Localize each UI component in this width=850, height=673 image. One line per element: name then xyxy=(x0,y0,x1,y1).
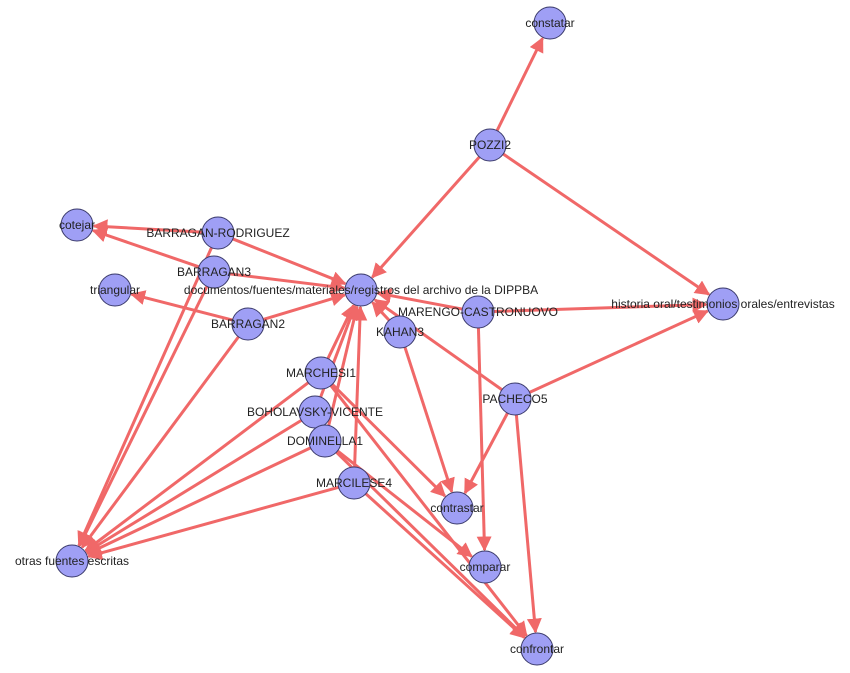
node-label: BARRAGAN-RODRIGUEZ xyxy=(146,226,289,240)
node-label: comparar xyxy=(460,560,511,574)
edge-barragan-rodriguez-to-docs xyxy=(232,237,347,286)
node-circle[interactable] xyxy=(308,424,342,458)
node-circle[interactable] xyxy=(473,128,507,162)
node-historia[interactable]: historia oral/testimonios orales/entrevi… xyxy=(611,287,835,321)
edge-marchesi1-to-contrastar xyxy=(331,383,446,498)
node-circle[interactable] xyxy=(197,255,231,289)
node-label: MARENGO-CASTRONUOVO xyxy=(398,305,558,319)
edge-pacheco5-to-confrontar xyxy=(514,414,542,634)
node-circle[interactable] xyxy=(498,382,532,416)
node-pacheco5[interactable]: PACHECO5 xyxy=(482,382,548,416)
node-label: otras fuentes escritas xyxy=(15,554,129,568)
edge-marengo-to-docs xyxy=(376,288,463,311)
edge-barragan2-to-otras xyxy=(80,335,240,549)
node-cotejar[interactable]: cotejar xyxy=(59,208,95,242)
edge-marcilese4-to-confrontar xyxy=(364,492,526,639)
edge-marengo-to-comparar xyxy=(476,327,492,552)
node-label: constatar xyxy=(525,16,574,30)
node-label: documentos/fuentes/materiales/registros … xyxy=(184,283,538,297)
node-circle[interactable] xyxy=(383,315,417,349)
edge-pacheco5-to-docs xyxy=(373,298,503,391)
node-circle[interactable] xyxy=(533,6,567,40)
node-docs[interactable]: documentos/fuentes/materiales/registros … xyxy=(184,273,538,307)
edge-pacheco5-to-historia xyxy=(528,309,709,394)
edge-barragan3-to-otras xyxy=(78,285,209,548)
node-label: triangular xyxy=(90,283,140,297)
node-boholavsky[interactable]: BOHOLAVSKY-VICENTE xyxy=(247,395,383,429)
node-label: BARRAGAN3 xyxy=(177,265,251,279)
edge-barragan3-to-cotejar xyxy=(91,227,200,269)
node-label: contrastar xyxy=(430,501,483,515)
node-barragan3[interactable]: BARRAGAN3 xyxy=(177,255,251,289)
node-circle[interactable] xyxy=(201,216,235,250)
node-label: MARCILESE4 xyxy=(316,476,392,490)
node-label: KAHAN3 xyxy=(376,325,424,339)
edge-barragan2-to-docs xyxy=(262,291,347,321)
node-otras[interactable]: otras fuentes escritas xyxy=(15,544,129,578)
node-barragan-rodriguez[interactable]: BARRAGAN-RODRIGUEZ xyxy=(146,216,290,250)
node-circle[interactable] xyxy=(304,356,338,390)
node-label: POZZI2 xyxy=(469,138,511,152)
node-label: historia oral/testimonios orales/entrevi… xyxy=(611,297,834,311)
edge-pozzi2-to-constatar xyxy=(495,36,544,132)
edge-barragan-rodriguez-to-otras xyxy=(77,247,213,547)
edge-kahan3-to-contrastar xyxy=(403,346,455,494)
edge-marengo-to-historia xyxy=(493,297,708,313)
node-label: cotejar xyxy=(59,218,95,232)
edge-marcilese4-to-docs xyxy=(352,305,368,468)
node-circle[interactable] xyxy=(60,208,94,242)
node-triangular[interactable]: triangular xyxy=(90,273,140,307)
node-circle[interactable] xyxy=(55,544,89,578)
edge-boholavsky-to-otras xyxy=(85,419,303,554)
node-contrastar[interactable]: contrastar xyxy=(430,491,484,525)
node-label: BOHOLAVSKY-VICENTE xyxy=(247,405,383,419)
node-marengo[interactable]: MARENGO-CASTRONUOVO xyxy=(398,295,558,329)
node-circle[interactable] xyxy=(98,273,132,307)
node-kahan3[interactable]: KAHAN3 xyxy=(376,315,424,349)
node-circle[interactable] xyxy=(468,550,502,584)
node-circle[interactable] xyxy=(461,295,495,329)
node-circle[interactable] xyxy=(344,273,378,307)
edge-pacheco5-to-contrastar xyxy=(463,412,509,495)
edge-barragan2-to-triangular xyxy=(130,290,233,322)
node-circle[interactable] xyxy=(520,632,554,666)
edge-dominella1-to-otras xyxy=(86,446,312,556)
node-circle[interactable] xyxy=(337,466,371,500)
node-constatar[interactable]: constatar xyxy=(525,6,575,40)
node-label: PACHECO5 xyxy=(482,392,547,406)
edge-marchesi1-to-otras xyxy=(84,381,310,552)
edge-barragan3-to-docs xyxy=(229,272,346,294)
node-confrontar[interactable]: confrontar xyxy=(510,632,564,666)
node-dominella1[interactable]: DOMINELLA1 xyxy=(287,424,363,458)
edge-pozzi2-to-docs xyxy=(371,155,481,279)
node-label: BARRAGAN2 xyxy=(211,317,285,331)
node-circle[interactable] xyxy=(440,491,474,525)
edge-barragan-rodriguez-to-cotejar xyxy=(92,219,203,235)
node-comparar[interactable]: comparar xyxy=(460,550,511,584)
edge-marcilese4-to-otras xyxy=(86,485,339,561)
edge-dominella1-to-docs xyxy=(327,305,362,426)
node-label: confrontar xyxy=(510,642,564,656)
node-circle[interactable] xyxy=(231,307,265,341)
node-pozzi2[interactable]: POZZI2 xyxy=(469,128,511,162)
node-label: DOMINELLA1 xyxy=(287,434,363,448)
node-label: MARCHESI1 xyxy=(286,366,356,380)
edge-marchesi1-to-confrontar xyxy=(329,384,528,637)
node-marcilese4[interactable]: MARCILESE4 xyxy=(316,466,392,500)
node-barragan2[interactable]: BARRAGAN2 xyxy=(211,307,285,341)
node-marchesi1[interactable]: MARCHESI1 xyxy=(286,356,356,390)
node-circle[interactable] xyxy=(706,287,740,321)
edge-pozzi2-to-historia xyxy=(502,152,711,296)
